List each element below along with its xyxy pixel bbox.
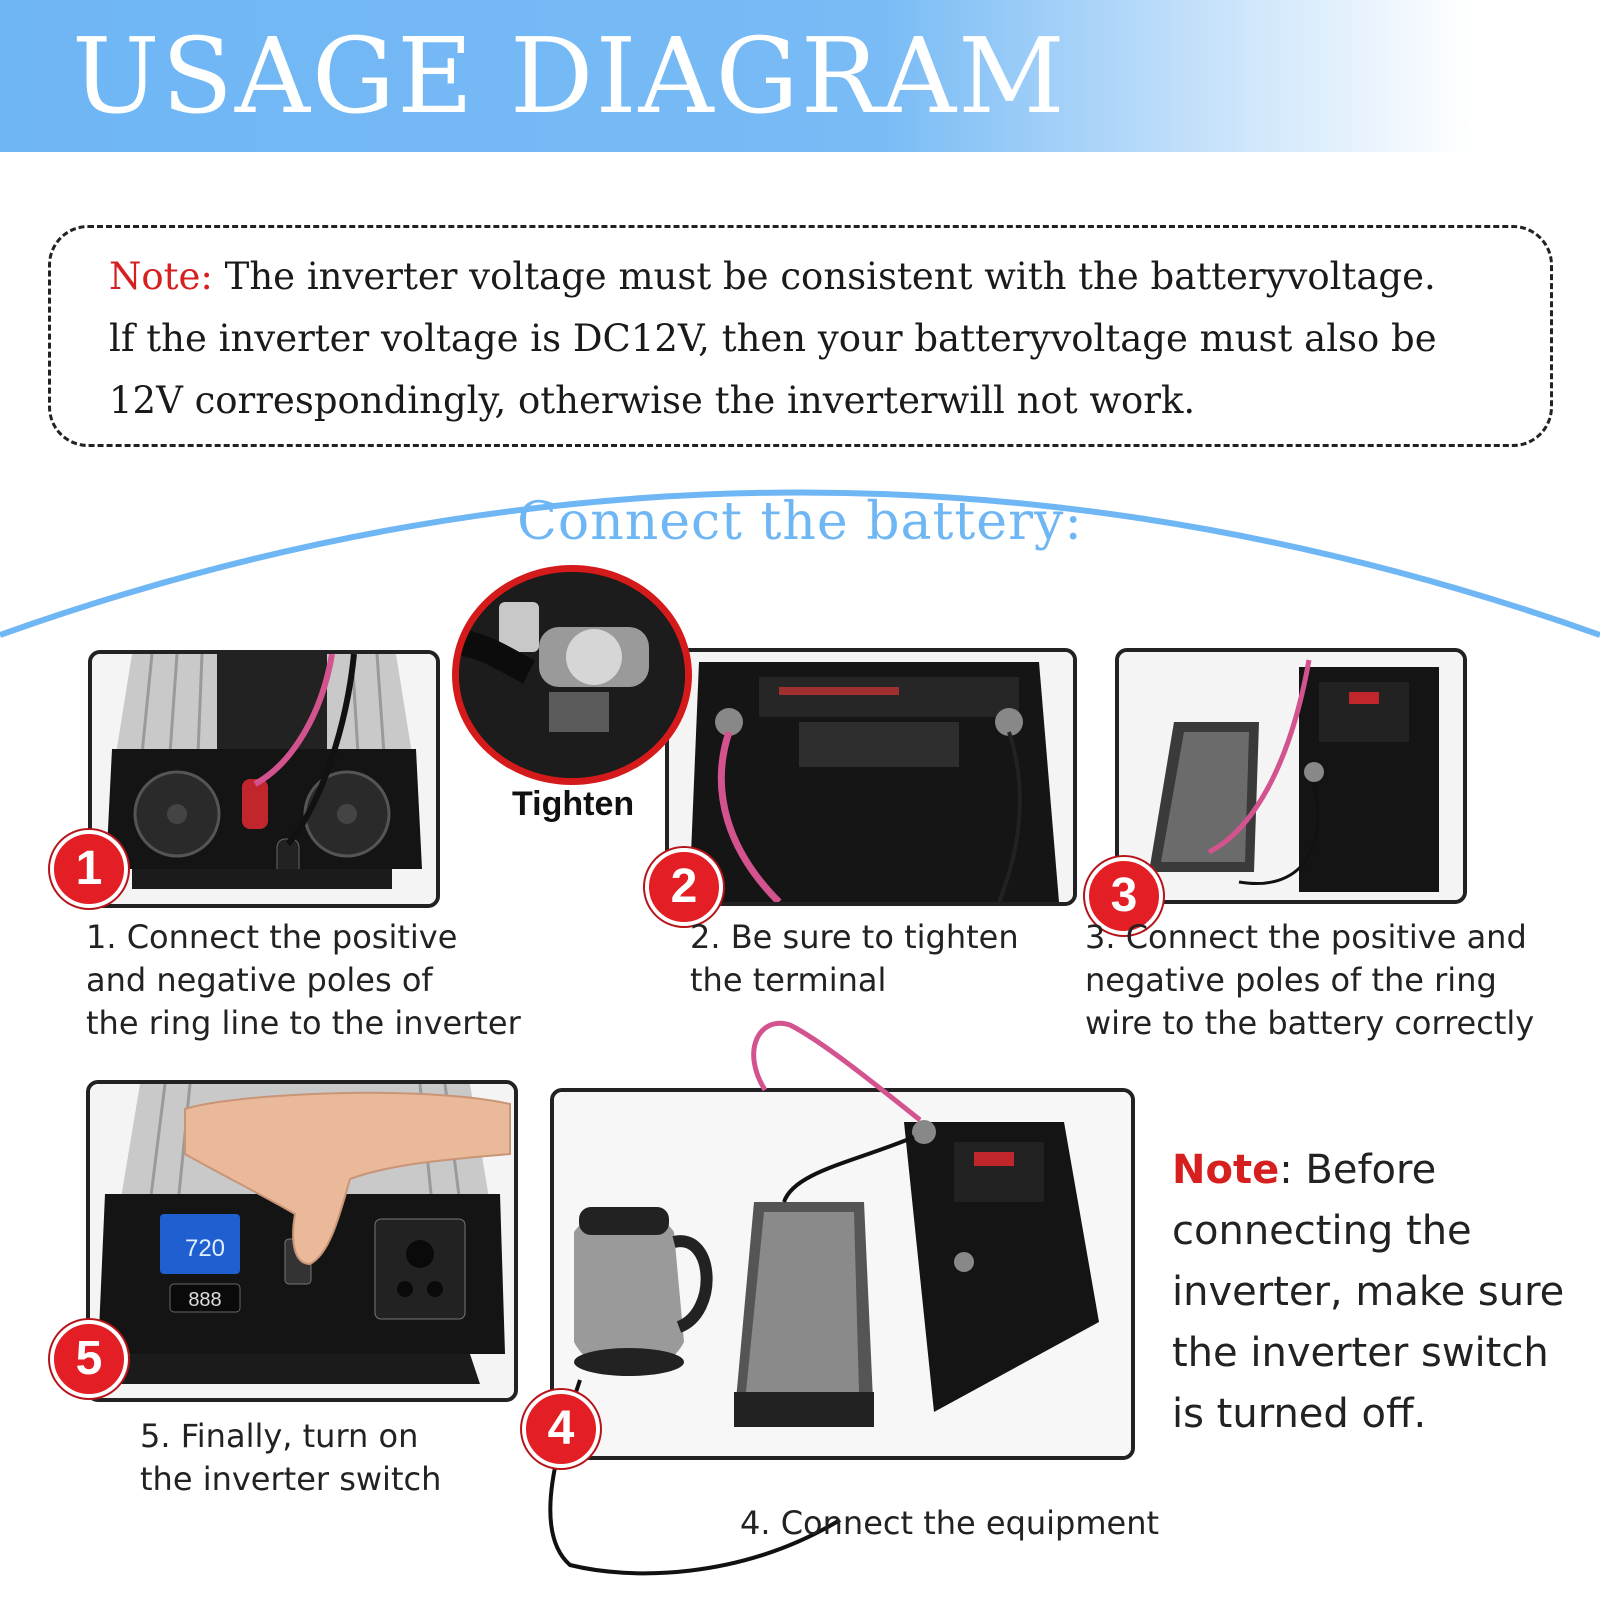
step-5-panel: 720 888 (86, 1080, 518, 1402)
step-3-caption-line-2: negative poles of the ring (1085, 961, 1497, 999)
step-3-caption-line-1: 3. Connect the positive and (1085, 918, 1527, 956)
step-5-caption: 5. Finally, turn on the inverter switch (140, 1415, 441, 1501)
step-5-caption-line-1: 5. Finally, turn on (140, 1417, 419, 1455)
step-1-caption-line-1: 1. Connect the positive (86, 918, 458, 956)
side-note-line-1-text: : Before (1279, 1147, 1437, 1193)
side-note-line-5: is turned off. (1172, 1391, 1427, 1437)
note-line-1-text: The inverter voltage must be consistent … (212, 255, 1436, 298)
step-3-panel (1115, 648, 1467, 904)
tighten-label: Tighten (512, 785, 635, 823)
step-1-badge: 1 (50, 830, 128, 908)
step-2-caption-line-1: 2. Be sure to tighten (690, 918, 1019, 956)
page-title: USAGE DIAGRAM (72, 15, 1067, 137)
note-line-1: Note: The inverter voltage must be consi… (109, 246, 1509, 308)
side-note-line-2: connecting the (1172, 1208, 1472, 1254)
side-note-line-1: Note: Before (1172, 1140, 1564, 1201)
section-arc (0, 489, 1600, 638)
step-2-caption: 2. Be sure to tighten the terminal (690, 916, 1019, 1002)
step-5-badge: 5 (50, 1320, 128, 1398)
voltage-note-text: Note: The inverter voltage must be consi… (109, 246, 1509, 432)
step-3-badge: 3 (1085, 857, 1163, 935)
battery-terminal-illustration (669, 652, 1073, 902)
side-note-line-3: inverter, make sure (1172, 1269, 1565, 1315)
note-line-2: lf the inverter voltage is DC12V, then y… (109, 317, 1437, 360)
terminal-zoom-illustration (459, 572, 685, 778)
step-1-caption-line-3: the ring line to the inverter (86, 1004, 521, 1042)
inverter-meter-reading: 888 (188, 1289, 221, 1311)
switch-off-note: Note: Before connecting the inverter, ma… (1172, 1140, 1564, 1445)
step-2-panel (665, 648, 1077, 906)
step-4-caption-line-1: 4. Connect the equipment (740, 1504, 1160, 1542)
section-title: Connect the battery: (517, 492, 1083, 552)
step-2-caption-line-2: the terminal (690, 961, 887, 999)
equipment-connection-illustration (554, 1092, 1131, 1456)
step-3-caption: 3. Connect the positive and negative pol… (1085, 916, 1534, 1045)
step-1-caption: 1. Connect the positive and negative pol… (86, 916, 521, 1045)
step-1-panel (88, 650, 440, 908)
inverter-rear-illustration (92, 654, 436, 904)
header-banner: USAGE DIAGRAM (0, 0, 1600, 152)
note-line-3: 12V correspondingly, otherwise the inver… (109, 379, 1196, 422)
inverter-battery-illustration (1119, 652, 1463, 900)
terminal-zoom-circle (452, 565, 692, 785)
step-4-panel (550, 1088, 1135, 1460)
step-1-caption-line-2: and negative poles of (86, 961, 433, 999)
inverter-screen-reading: 720 (185, 1235, 225, 1262)
side-note-line-4: the inverter switch (1172, 1330, 1549, 1376)
step-5-caption-line-2: the inverter switch (140, 1460, 442, 1498)
step-3-caption-line-3: wire to the battery correctly (1085, 1004, 1535, 1042)
step-4-caption: 4. Connect the equipment (740, 1502, 1159, 1545)
step-2-badge: 2 (645, 848, 723, 926)
note-label: Note: (109, 255, 213, 298)
voltage-note-box: Note: The inverter voltage must be consi… (48, 225, 1553, 447)
step-4-badge: 4 (522, 1390, 600, 1468)
side-note-label: Note (1172, 1147, 1280, 1193)
inverter-switch-illustration: 720 888 (90, 1084, 514, 1398)
